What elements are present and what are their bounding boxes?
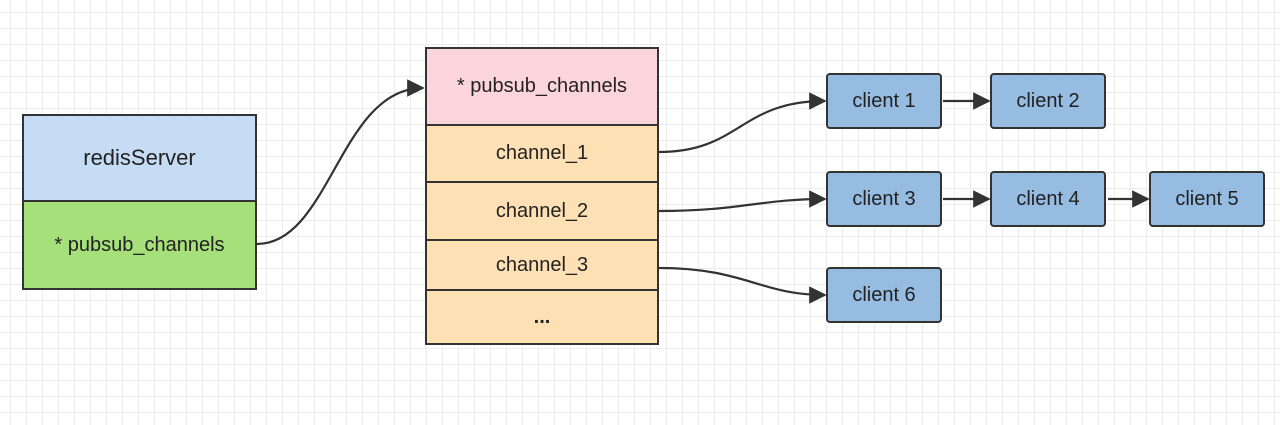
pubsub-channels-dict[interactable]: * pubsub_channels channel_1 channel_2 ch… [425, 47, 659, 345]
client-node-4[interactable]: client 4 [990, 171, 1106, 227]
edge-channel2-to-client3 [658, 190, 827, 213]
client-node-5[interactable]: client 5 [1149, 171, 1265, 227]
edge-channel3-to-client6 [658, 266, 827, 304]
channel-ellipsis: ... [427, 291, 657, 343]
server-title: redisServer [24, 116, 255, 202]
redis-server-struct[interactable]: redisServer * pubsub_channels [22, 114, 257, 290]
channel-entry-2[interactable]: channel_2 [427, 183, 657, 241]
dict-header: * pubsub_channels [427, 49, 657, 126]
client-node-6[interactable]: client 6 [826, 267, 942, 323]
server-pubsub-field: * pubsub_channels [24, 202, 255, 288]
client-node-3[interactable]: client 3 [826, 171, 942, 227]
channel-entry-1[interactable]: channel_1 [427, 126, 657, 183]
client-node-2[interactable]: client 2 [990, 73, 1106, 129]
edge-channel1-to-client1 [658, 92, 827, 154]
channel-entry-3[interactable]: channel_3 [427, 241, 657, 291]
edge-server-to-dict [256, 79, 425, 246]
client-node-1[interactable]: client 1 [826, 73, 942, 129]
